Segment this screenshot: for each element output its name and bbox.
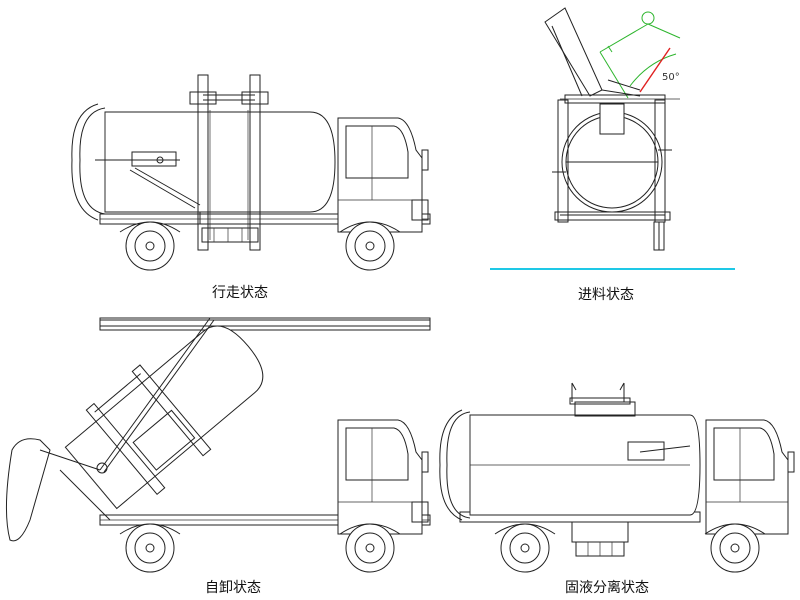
tank <box>104 111 336 213</box>
angle-line <box>639 47 671 93</box>
dimension-annotation <box>599 11 681 99</box>
truck-separation-state <box>439 382 795 573</box>
caption-feeding-state: 进料状态 <box>578 287 634 303</box>
rear-wheel <box>125 221 175 271</box>
truck-feeding-state: 50° <box>544 7 681 251</box>
truck-self-dump-state <box>5 317 431 573</box>
front-wheel <box>345 221 395 271</box>
cab <box>337 117 423 233</box>
caption-travel-state: 行走状态 <box>212 285 268 301</box>
caption-separation-state: 固液分离状态 <box>565 580 649 596</box>
angle-label: 50° <box>662 72 680 83</box>
tank-end-view <box>561 103 663 213</box>
caption-self-dump-state: 自卸状态 <box>205 580 261 596</box>
truck-travel-state <box>71 74 431 271</box>
